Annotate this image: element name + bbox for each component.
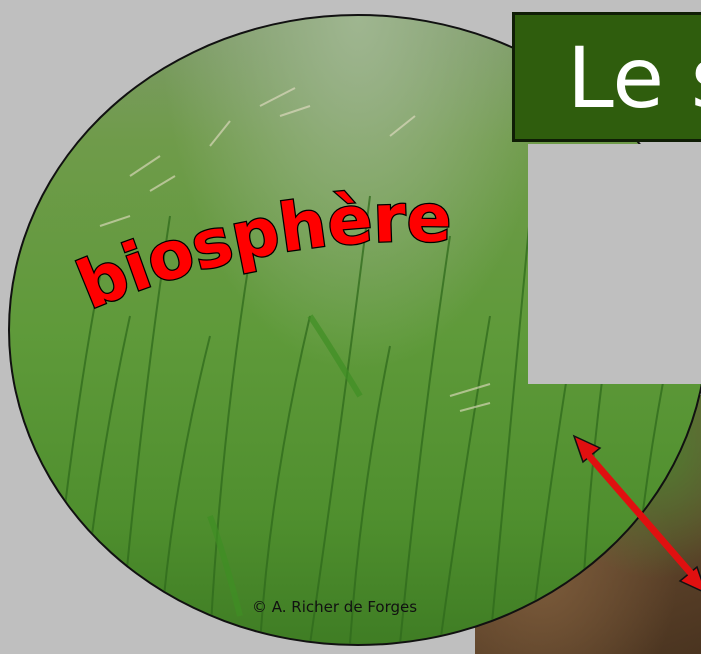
- double-arrow-icon: [0, 0, 701, 654]
